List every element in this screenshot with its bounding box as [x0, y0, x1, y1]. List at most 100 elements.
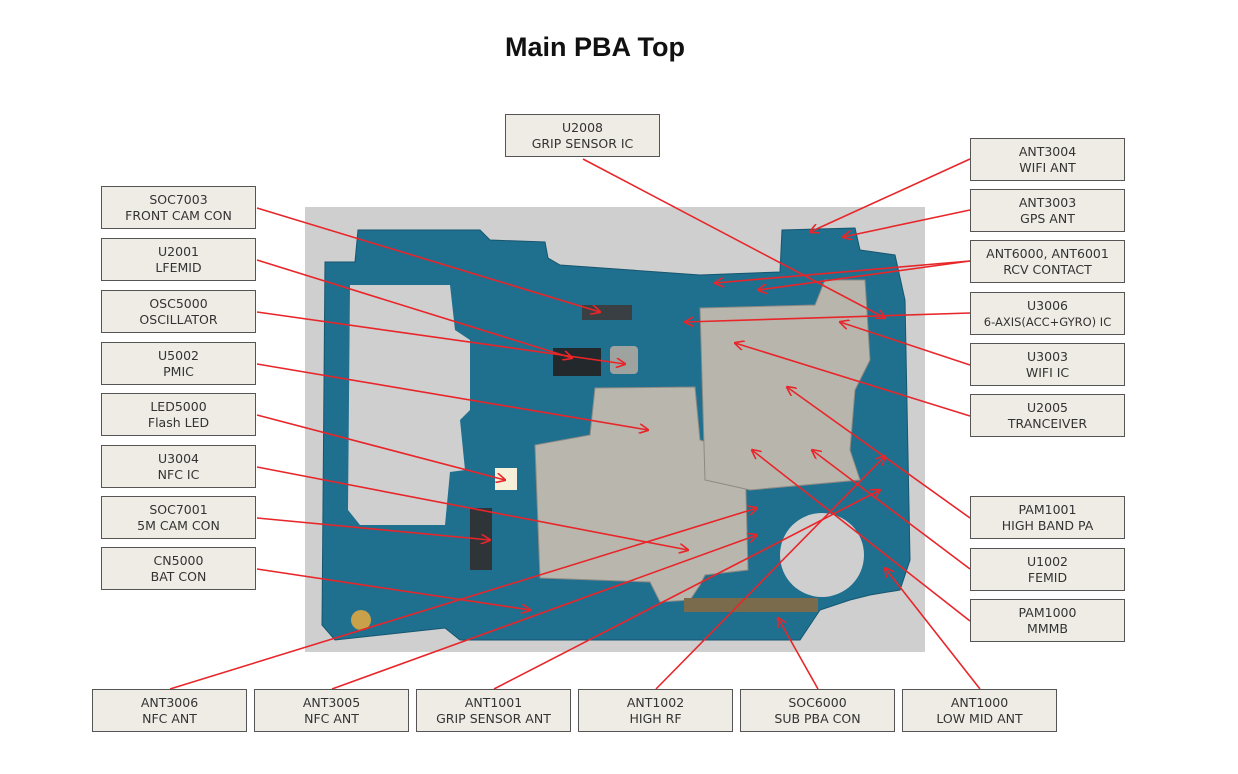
shield-right: [699, 279, 871, 491]
board-cutout-left: [348, 285, 470, 525]
component-name: GRIP SENSOR IC: [531, 135, 634, 151]
component-ref: PAM1000: [1018, 604, 1077, 620]
component-ref: SOC6000: [788, 694, 847, 710]
leader-line-pam1001: [787, 387, 971, 519]
component-ref: ANT1001: [464, 694, 523, 710]
leader-line-u2005: [735, 343, 971, 417]
component-name: LFEMID: [155, 259, 202, 275]
component-name: NFC IC: [157, 466, 200, 482]
component-ref: U3003: [1027, 348, 1068, 364]
leader-line-osc5000: [256, 311, 625, 364]
component-ref: U3006: [1027, 297, 1068, 313]
component-name: BAT CON: [150, 568, 207, 584]
component-name: NFC ANT: [304, 710, 359, 726]
component-ref: ANT1000: [950, 694, 1009, 710]
component-name: SUB PBA CON: [774, 710, 861, 726]
component-ref: U3004: [158, 450, 199, 466]
component-ref: U2008: [562, 119, 603, 135]
page-title: Main PBA Top: [505, 32, 685, 62]
leader-line-led5000: [256, 414, 505, 480]
component-ref: OSC5000: [149, 295, 208, 311]
leader-line-u2001: [256, 259, 572, 358]
component-name: NFC ANT: [142, 710, 197, 726]
component-ref: ANT3003: [1018, 194, 1077, 210]
component-ref: CN5000: [153, 552, 204, 568]
component-name: PMIC: [163, 363, 194, 379]
component-ref: ANT1002: [626, 694, 685, 710]
component-name: GRIP SENSOR ANT: [436, 710, 551, 726]
component-name: HIGH BAND PA: [1001, 517, 1094, 533]
chip-lfemid: [553, 348, 601, 376]
leader-line-ant3004: [810, 158, 971, 232]
leader-lines: [169, 158, 981, 690]
component-ref: U1002: [1027, 553, 1068, 569]
leader-line-u3003: [840, 322, 971, 366]
component-ref: SOC7001: [149, 501, 208, 517]
leader-line-u3004: [256, 466, 688, 550]
leader-line-u5002: [256, 363, 648, 430]
component-ref: LED5000: [150, 398, 207, 414]
component-ref: U5002: [158, 347, 199, 363]
leader-line-u1002: [812, 450, 971, 570]
component-ref: SOC7003: [149, 191, 208, 207]
component-name: HIGH RF: [629, 710, 682, 726]
leader-line-ant3006: [169, 508, 757, 690]
leader-line-soc7003: [256, 207, 600, 312]
component-ref: ANT3006: [140, 694, 199, 710]
component-name: WIFI ANT: [1019, 159, 1076, 175]
component-name: 5M CAM CON: [137, 517, 220, 533]
leader-line-soc6000: [778, 618, 819, 690]
component-name: WIFI IC: [1025, 364, 1070, 380]
connector-sub-pba: [684, 598, 818, 612]
component-name: OSCILLATOR: [139, 311, 218, 327]
component-name: FEMID: [1027, 569, 1068, 585]
component-ref: ANT6000, ANT6001: [986, 245, 1109, 261]
leader-line-pam1000: [752, 450, 971, 622]
leader-line-ant3005: [331, 535, 757, 690]
oscillator: [610, 346, 638, 374]
leader-line-u3006: [685, 312, 971, 322]
component-name: FRONT CAM CON: [125, 207, 232, 223]
leader-line-ant6000: [758, 260, 971, 290]
leader-line-ant6000: [715, 260, 971, 283]
component-ref: U2005: [1027, 399, 1068, 415]
leader-line-ant1001: [493, 490, 880, 690]
board-cutout-round: [780, 513, 864, 597]
leader-line-u2008: [582, 158, 885, 318]
component-name: 6-AXIS(ACC+GYRO) IC: [983, 314, 1112, 329]
component-name: TRANCEIVER: [1007, 415, 1088, 431]
leader-line-soc7001: [256, 517, 490, 540]
leader-line-ant1000: [885, 568, 981, 690]
screw-pad: [351, 610, 371, 630]
component-name: GPS ANT: [1020, 210, 1075, 226]
component-name: MMMB: [1027, 620, 1068, 636]
component-ref: PAM1001: [1018, 501, 1077, 517]
leader-line-ant3003: [843, 209, 971, 237]
leader-line-ant1002: [655, 456, 885, 690]
